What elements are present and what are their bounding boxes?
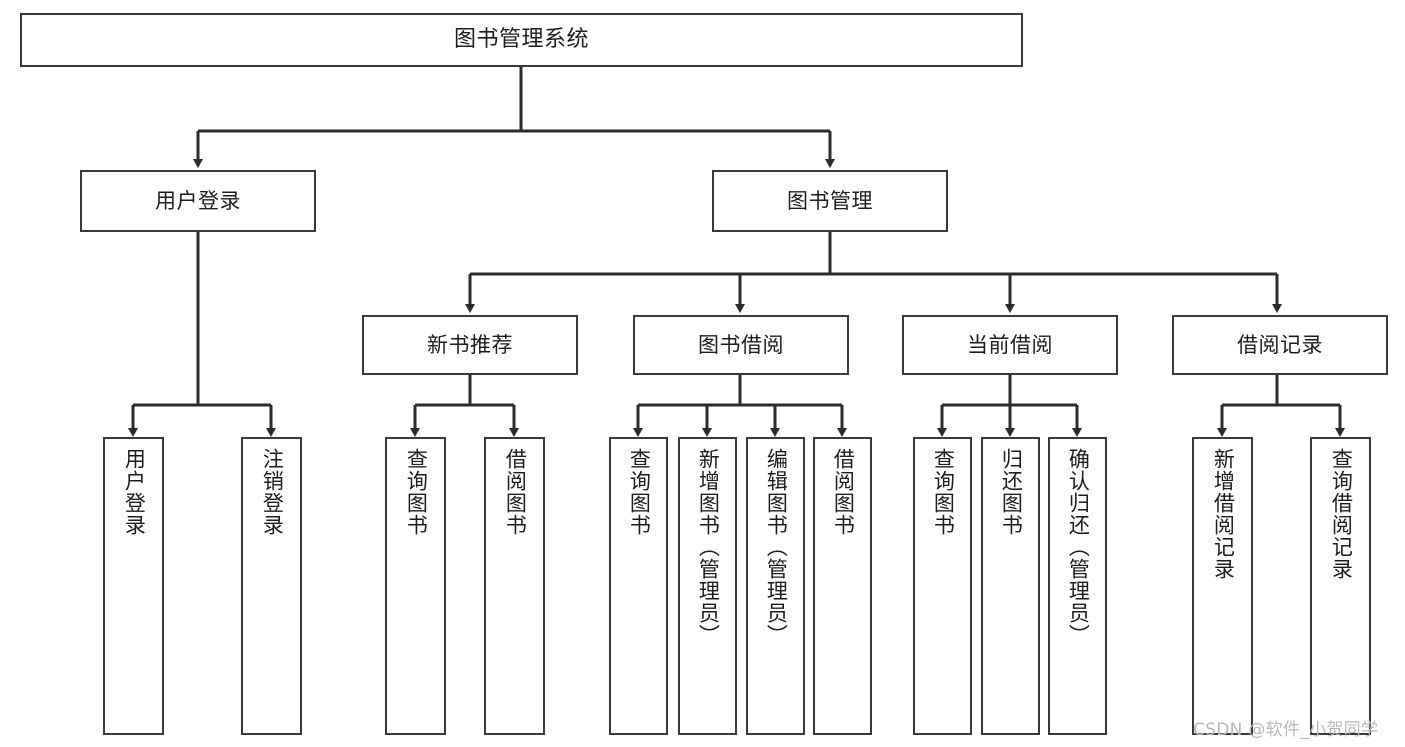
- node-current-borrow[interactable]: 当前借阅: [902, 315, 1118, 375]
- node-label: 新书推荐: [427, 332, 513, 357]
- node-book-management[interactable]: 图书管理: [712, 170, 948, 232]
- node-new-book-recommend[interactable]: 新书推荐: [362, 315, 578, 375]
- node-label: 用户登录: [155, 188, 241, 213]
- node-label: 图书借阅: [698, 332, 784, 357]
- node-leaf-query-borrow-record[interactable]: 查询借阅记录: [1310, 437, 1371, 735]
- node-leaf-confirm-return[interactable]: 确认归还（管理员）: [1048, 437, 1107, 735]
- node-borrow-record[interactable]: 借阅记录: [1172, 315, 1388, 375]
- node-leaf-return-book[interactable]: 归还图书: [981, 437, 1040, 735]
- node-leaf-logout-login[interactable]: 注销登录: [241, 437, 302, 735]
- node-label: 借阅记录: [1237, 332, 1323, 357]
- csdn-watermark: CSDN @软件_小贺同学: [1193, 720, 1379, 740]
- node-user-login[interactable]: 用户登录: [80, 170, 316, 232]
- node-label: 新增图书（管理员）: [696, 448, 721, 646]
- node-label: 查询借阅记录: [1329, 448, 1354, 580]
- node-label: 当前借阅: [967, 332, 1053, 357]
- node-label: 归还图书: [999, 448, 1024, 536]
- node-label: 用户登录: [122, 448, 147, 536]
- node-label: 借阅图书: [831, 448, 856, 536]
- node-leaf-add-book[interactable]: 新增图书（管理员）: [678, 437, 737, 735]
- node-leaf-borrow-book-recommend[interactable]: 借阅图书: [484, 437, 545, 735]
- node-label: 查询图书: [931, 448, 956, 536]
- node-label: 查询图书: [627, 448, 652, 536]
- node-label: 注销登录: [260, 448, 285, 536]
- node-leaf-query-book-current[interactable]: 查询图书: [913, 437, 972, 735]
- node-book-borrow[interactable]: 图书借阅: [633, 315, 849, 375]
- node-label: 确认归还（管理员）: [1066, 448, 1091, 646]
- node-root-system[interactable]: 图书管理系统: [20, 13, 1023, 67]
- node-label: 查询图书: [404, 448, 429, 536]
- node-label: 编辑图书（管理员）: [764, 448, 789, 646]
- node-leaf-add-borrow-record[interactable]: 新增借阅记录: [1192, 437, 1253, 735]
- node-label: 借阅图书: [503, 448, 528, 536]
- node-label: 图书管理: [787, 188, 873, 213]
- node-leaf-edit-book[interactable]: 编辑图书（管理员）: [746, 437, 805, 735]
- node-label: 图书管理系统: [453, 27, 589, 53]
- node-label: 新增借阅记录: [1211, 448, 1236, 580]
- node-leaf-query-book-recommend[interactable]: 查询图书: [385, 437, 446, 735]
- node-leaf-query-book-borrow[interactable]: 查询图书: [609, 437, 668, 735]
- node-leaf-borrow-book[interactable]: 借阅图书: [813, 437, 872, 735]
- node-leaf-user-login[interactable]: 用户登录: [103, 437, 164, 735]
